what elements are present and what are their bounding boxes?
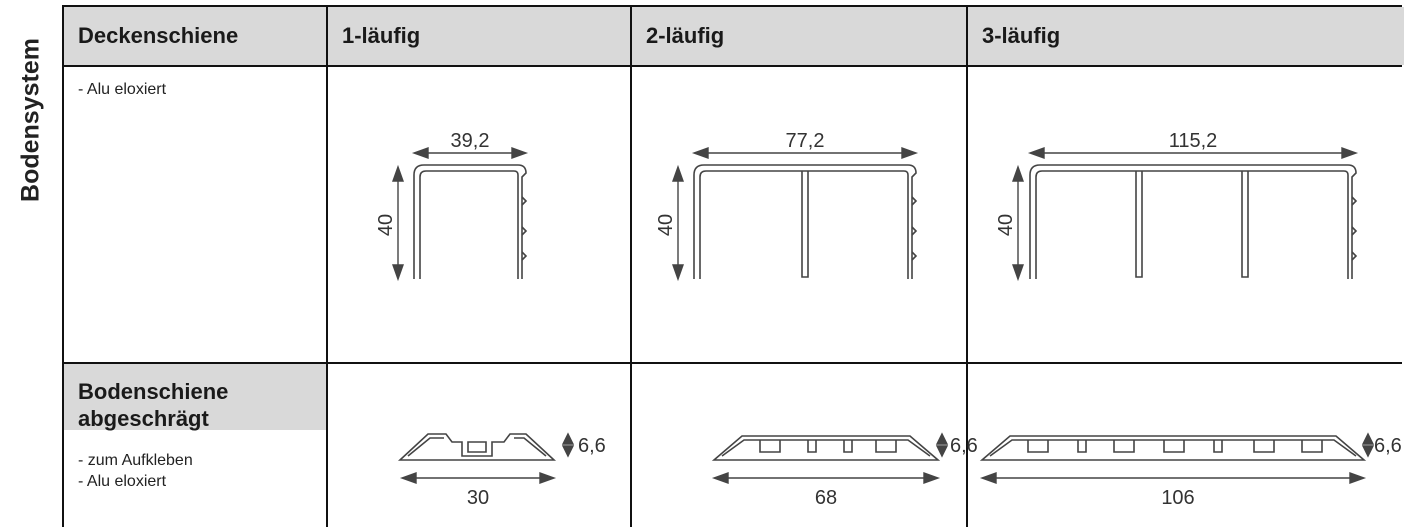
arrow-right-icon bbox=[511, 147, 529, 159]
arrow-down-icon bbox=[672, 264, 684, 282]
arrow-up-icon bbox=[672, 164, 684, 182]
floor-rail-profile bbox=[397, 433, 557, 461]
rail-profile-outer bbox=[1029, 164, 1357, 279]
floor-rail-channels bbox=[1027, 440, 1323, 453]
bodenschiene-title-line1: Bodenschiene bbox=[78, 379, 229, 404]
height-label: 6,6 bbox=[1374, 435, 1402, 457]
bodenschiene-1-laeufig-drawing: 30 6,6 bbox=[397, 432, 606, 509]
bodenschiene-2-laeufig-drawing: 68 6,6 bbox=[711, 432, 978, 509]
product-table: Deckenschiene 1-läufig 2-läufig 3-läufig… bbox=[62, 5, 1404, 527]
deckenschiene-3-laeufig-drawing: 115,2 40 bbox=[995, 130, 1359, 282]
bodenschiene-note-line1: - zum Aufkleben bbox=[78, 452, 193, 469]
height-label: 40 bbox=[375, 214, 397, 236]
floor-rail-inner bbox=[989, 439, 1357, 457]
rail-divider bbox=[1241, 171, 1249, 278]
arrow-left-icon bbox=[1027, 147, 1045, 159]
height-label: 6,6 bbox=[950, 435, 978, 457]
rail-profile-inner bbox=[419, 170, 519, 279]
width-label: 30 bbox=[467, 487, 489, 509]
header-3-laeufig: 3-läufig bbox=[968, 7, 1404, 65]
bodenschiene-note: - zum Aufkleben - Alu eloxiert bbox=[64, 450, 326, 492]
floor-rail-profile bbox=[711, 435, 941, 461]
deckenschiene-1-laeufig-drawing: 39,2 40 bbox=[375, 130, 529, 282]
row-divider bbox=[64, 362, 1402, 364]
width-label: 68 bbox=[815, 487, 837, 509]
rail-notches bbox=[521, 196, 528, 261]
rail-profile-inner bbox=[1035, 170, 1349, 279]
height-label: 40 bbox=[995, 214, 1017, 236]
floor-rail-profile bbox=[979, 435, 1367, 461]
rail-notches bbox=[911, 196, 918, 261]
arrow-down-icon bbox=[1012, 264, 1024, 282]
arrow-down-icon bbox=[392, 264, 404, 282]
floor-rail-channels bbox=[759, 440, 897, 453]
rail-notches bbox=[1351, 196, 1358, 261]
rail-profile-inner bbox=[699, 170, 909, 279]
deckenschiene-2-laeufig-drawing: 77,2 40 bbox=[655, 130, 919, 282]
arrow-up-icon bbox=[1361, 432, 1375, 445]
column-divider bbox=[630, 7, 632, 527]
bodenschiene-note-line2: - Alu eloxiert bbox=[78, 473, 167, 490]
height-label: 40 bbox=[655, 214, 677, 236]
arrow-right-icon bbox=[1341, 147, 1359, 159]
bodenschiene-title-line2: abgeschrägt bbox=[78, 406, 209, 431]
rail-divider bbox=[1135, 171, 1143, 278]
width-label: 115,2 bbox=[1169, 130, 1218, 152]
arrow-right-icon bbox=[901, 147, 919, 159]
column-divider bbox=[326, 7, 328, 527]
deckenschiene-note: - Alu eloxiert bbox=[78, 81, 167, 98]
width-label: 106 bbox=[1161, 487, 1194, 509]
rail-profile-outer bbox=[413, 164, 527, 279]
arrow-left-icon bbox=[399, 472, 417, 484]
side-label-text: Bodensystem bbox=[16, 38, 45, 202]
bodenschiene-3-laeufig-drawing: 106 6,6 bbox=[979, 432, 1402, 509]
arrow-left-icon bbox=[691, 147, 709, 159]
header-1-laeufig: 1-läufig bbox=[328, 7, 630, 65]
bodenschiene-title: Bodenschiene abgeschrägt bbox=[64, 364, 326, 431]
rail-divider bbox=[801, 171, 809, 278]
arrow-left-icon bbox=[411, 147, 429, 159]
arrow-left-icon bbox=[979, 472, 997, 484]
header-deckenschiene: Deckenschiene bbox=[64, 7, 326, 65]
arrow-down-icon bbox=[935, 445, 949, 458]
arrow-down-icon bbox=[1361, 445, 1375, 458]
rail-profile-outer bbox=[693, 164, 917, 279]
floor-rail-inner bbox=[721, 439, 931, 457]
arrow-up-icon bbox=[392, 164, 404, 182]
arrow-up-icon bbox=[935, 432, 949, 445]
side-label: Bodensystem bbox=[0, 0, 62, 527]
width-label: 77,2 bbox=[786, 130, 825, 152]
header-2-laeufig: 2-läufig bbox=[632, 7, 966, 65]
arrow-left-icon bbox=[711, 472, 729, 484]
height-label: 6,6 bbox=[578, 435, 606, 457]
arrow-right-icon bbox=[923, 472, 941, 484]
arrow-up-icon bbox=[561, 432, 575, 445]
arrow-down-icon bbox=[561, 445, 575, 458]
column-divider bbox=[966, 7, 968, 527]
arrow-right-icon bbox=[1349, 472, 1367, 484]
floor-rail-inner bbox=[407, 437, 547, 457]
arrow-right-icon bbox=[539, 472, 557, 484]
width-label: 39,2 bbox=[451, 130, 490, 152]
arrow-up-icon bbox=[1012, 164, 1024, 182]
floor-rail-channel bbox=[467, 441, 487, 453]
row-divider bbox=[64, 65, 1402, 67]
